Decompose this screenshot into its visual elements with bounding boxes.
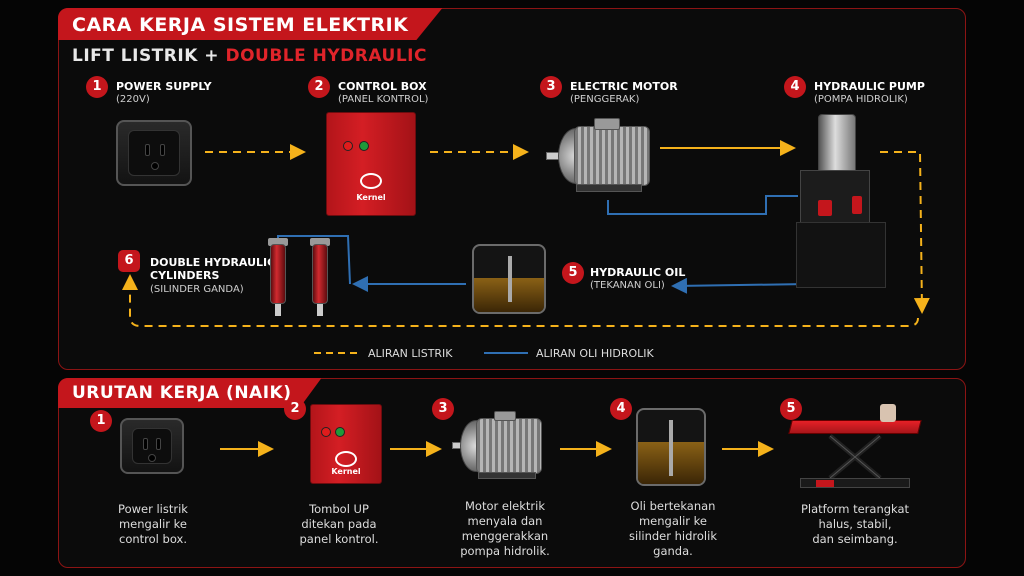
- electric-flow-4-down: [880, 151, 930, 314]
- step-number-1: 1: [86, 76, 108, 98]
- seq-power-socket-icon: [120, 418, 184, 474]
- electric-motor-sublabel: (PENGGERAK): [570, 94, 640, 105]
- seq-step-2-description: Tombol UP ditekan pada panel kontrol.: [299, 502, 379, 546]
- control-box-brand: Kernel: [356, 193, 386, 202]
- power-supply-label: POWER SUPPLY: [116, 80, 212, 93]
- seq-number-4: 4: [610, 398, 632, 420]
- seq-number-1: 1: [90, 410, 112, 432]
- electric-motor-label: ELECTRIC MOTOR: [570, 80, 678, 93]
- page-title: CARA KERJA SISTEM ELEKTRIK: [58, 8, 442, 40]
- legend-oil-label: ALIRAN OLI HIDROLIK: [536, 347, 654, 360]
- hydraulic-oil-label: HYDRAULIC OIL: [590, 266, 686, 279]
- legend-electric-label: ALIRAN LISTRIK: [368, 347, 453, 360]
- cylinders-label: DOUBLE HYDRAULIC: [150, 256, 276, 269]
- oil-flow-motor-pump: [607, 195, 798, 215]
- cylinders-sublabel: (SILINDER GANDA): [150, 284, 244, 295]
- control-box-label: CONTROL BOX: [338, 80, 427, 93]
- seq-step-4-description: Oli bertekanan mengalir ke silinder hidr…: [629, 499, 717, 558]
- step-number-3: 3: [540, 76, 562, 98]
- step-number-4: 4: [784, 76, 806, 98]
- seq-step-3-description: Motor elektrik menyala dan menggerakkan …: [460, 499, 550, 558]
- control-box-sublabel: (PANEL KONTROL): [338, 94, 429, 105]
- seq-step-5-description: Platform terangkat halus, stabil, dan se…: [800, 502, 910, 546]
- seq-electric-motor-icon: [452, 408, 548, 488]
- hydraulic-pump-sublabel: (POMPA HIDROLIK): [814, 94, 908, 105]
- seq-control-box-icon: Kernel: [310, 404, 382, 484]
- seq-step-1-description: Power listrik mengalir ke control box.: [118, 502, 188, 546]
- hydraulic-pump-label: HYDRAULIC PUMP: [814, 80, 925, 93]
- seq-number-2: 2: [284, 398, 306, 420]
- hydraulic-oil-jar-icon: [472, 244, 546, 314]
- step-number-2: 2: [308, 76, 330, 98]
- subtitle-part-2: DOUBLE HYDRAULIC: [225, 46, 427, 66]
- seq-oil-jar-icon: [636, 408, 706, 486]
- sequence-title: URUTAN KERJA (NAIK): [58, 378, 321, 408]
- power-supply-sublabel: (220V): [116, 94, 150, 105]
- control-box-icon: Kernel: [326, 112, 416, 216]
- page-subtitle: LIFT LISTRIK + DOUBLE HYDRAULIC: [72, 46, 427, 66]
- hydraulic-oil-sublabel: (TEKANAN OLI): [590, 280, 665, 291]
- oil-flow-pump-oil: [671, 240, 809, 294]
- seq-number-3: 3: [432, 398, 454, 420]
- electric-motor-icon: [546, 112, 656, 202]
- subtitle-part-1: LIFT LISTRIK +: [72, 46, 226, 66]
- step-number-6: 6: [118, 250, 140, 272]
- power-socket-icon: [116, 120, 192, 186]
- electric-flow-return: [122, 274, 919, 327]
- seq-control-box-brand: Kernel: [331, 467, 361, 476]
- seq-number-5: 5: [780, 398, 802, 420]
- cylinders-label-2: CYLINDERS: [150, 269, 220, 282]
- step-number-5: 5: [562, 262, 584, 284]
